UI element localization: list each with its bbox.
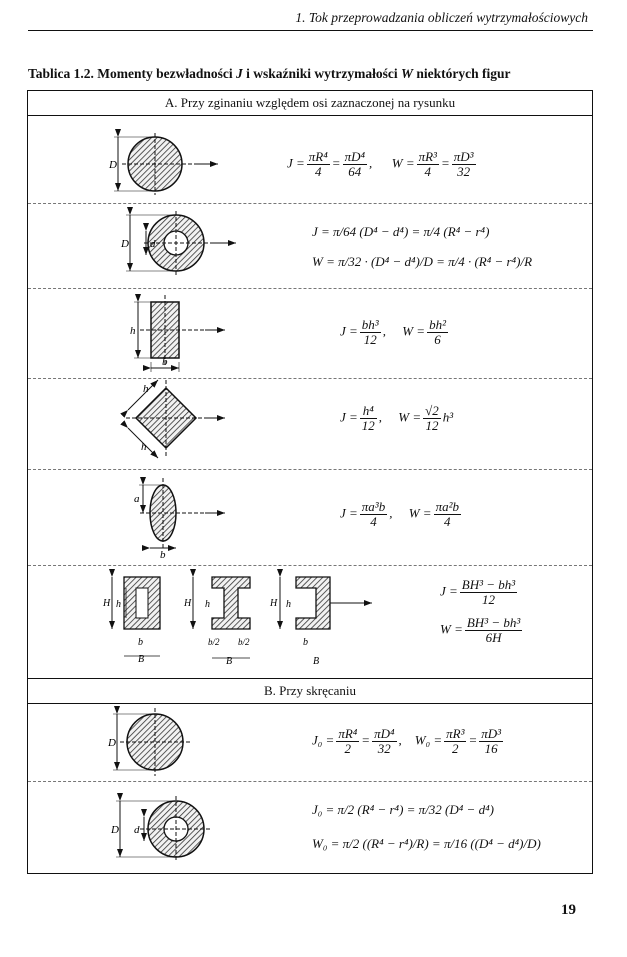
row-divider: [28, 565, 592, 566]
formula-table: A. Przy zginaniu względem osi zaznaczone…: [27, 90, 593, 874]
svg-text:h: h: [205, 599, 210, 610]
svg-text:D: D: [110, 824, 119, 836]
svg-text:b/2: b/2: [238, 637, 250, 647]
svg-text:d: d: [134, 824, 140, 836]
rule: [28, 703, 592, 704]
solid-circle-figure: D: [108, 129, 218, 195]
svg-text:D: D: [120, 238, 129, 250]
label-D: D: [108, 159, 117, 171]
svg-text:h: h: [130, 325, 136, 337]
hollow-sections-figure: H h b B H h b/2 b/2 B H h b B: [102, 569, 372, 667]
row-divider: [28, 203, 592, 204]
svg-text:b: b: [162, 356, 168, 368]
rectangle-figure: h b: [130, 294, 225, 372]
torsion-ring-figure: D d: [110, 793, 212, 862]
svg-text:h: h: [141, 441, 147, 453]
ellipse-figure: a b: [134, 477, 225, 561]
ring-figure: D d: [120, 207, 236, 275]
svg-text:h: h: [143, 383, 149, 395]
svg-text:b: b: [138, 637, 143, 648]
svg-text:B: B: [226, 656, 232, 667]
svg-text:H: H: [102, 598, 111, 609]
row-divider: [28, 781, 592, 782]
svg-text:B: B: [313, 656, 319, 667]
table-caption: Tablica 1.2. Momenty bezwładności J i ws…: [28, 66, 511, 81]
header-rule: [28, 30, 593, 31]
rule: [28, 678, 592, 679]
torsion-circle-figure: D: [107, 706, 190, 776]
formula-ring-J: J = π/64 (D⁴ − d⁴) = π/4 (R⁴ − r⁴): [312, 224, 490, 239]
square-diagonal-figure: h h: [120, 379, 225, 459]
svg-text:D: D: [107, 737, 116, 749]
running-title: 1. Tok przeprowadzania obliczeń wytrzyma…: [295, 10, 588, 25]
svg-text:H: H: [269, 598, 278, 609]
row-divider: [28, 288, 592, 289]
formula-torsion-ring-J: J₀ = π/2 (R⁴ − r⁴) = π/32 (D⁴ − d⁴): [312, 802, 494, 817]
row-divider: [28, 378, 592, 379]
svg-text:B: B: [138, 654, 144, 665]
svg-text:b/2: b/2: [208, 637, 220, 647]
section-a-heading: A. Przy zginaniu względem osi zaznaczone…: [164, 95, 456, 110]
formula-torsion-ring-W: W₀ = π/2 ((R⁴ − r⁴)/R) = π/16 ((D⁴ − d⁴)…: [312, 836, 541, 851]
formula-ring-W: W = π/32 · (D⁴ − d⁴)/D = π/4 · (R⁴ − r⁴)…: [312, 254, 533, 269]
svg-text:d: d: [150, 238, 156, 250]
svg-text:a: a: [134, 493, 140, 505]
svg-text:h: h: [286, 599, 291, 610]
row-divider: [28, 469, 592, 470]
rule: [28, 115, 592, 116]
section-b-heading: B. Przy skręcaniu: [263, 683, 357, 698]
svg-text:h: h: [116, 599, 121, 610]
svg-text:b: b: [160, 549, 166, 561]
page-number: 19: [561, 902, 576, 918]
svg-text:H: H: [183, 598, 192, 609]
svg-text:b: b: [303, 637, 308, 648]
